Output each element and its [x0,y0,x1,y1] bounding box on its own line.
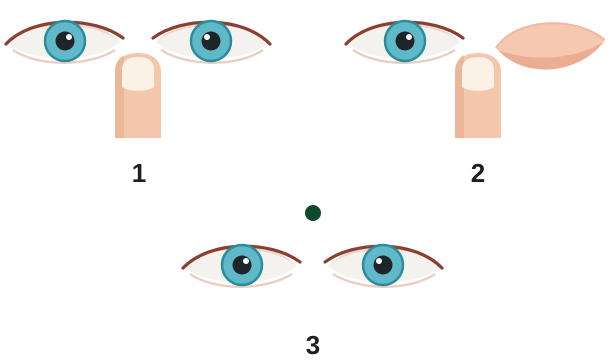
step-label-2: 2 [463,160,493,186]
closed-eyelid-icon [496,23,605,69]
right-eye-icon [325,245,442,287]
finger-icon [115,53,161,138]
left-eye-icon [183,245,300,287]
step-label-3: 3 [298,332,328,358]
focus-dot-icon [305,205,321,221]
step-label-1: 1 [124,160,154,186]
right-eye-icon [153,21,270,63]
left-eye-icon [6,21,123,63]
panel-1 [6,21,270,138]
panel-3 [183,205,442,287]
finger-icon [455,53,501,138]
panel-2 [346,21,605,138]
left-eye-icon [346,21,463,63]
